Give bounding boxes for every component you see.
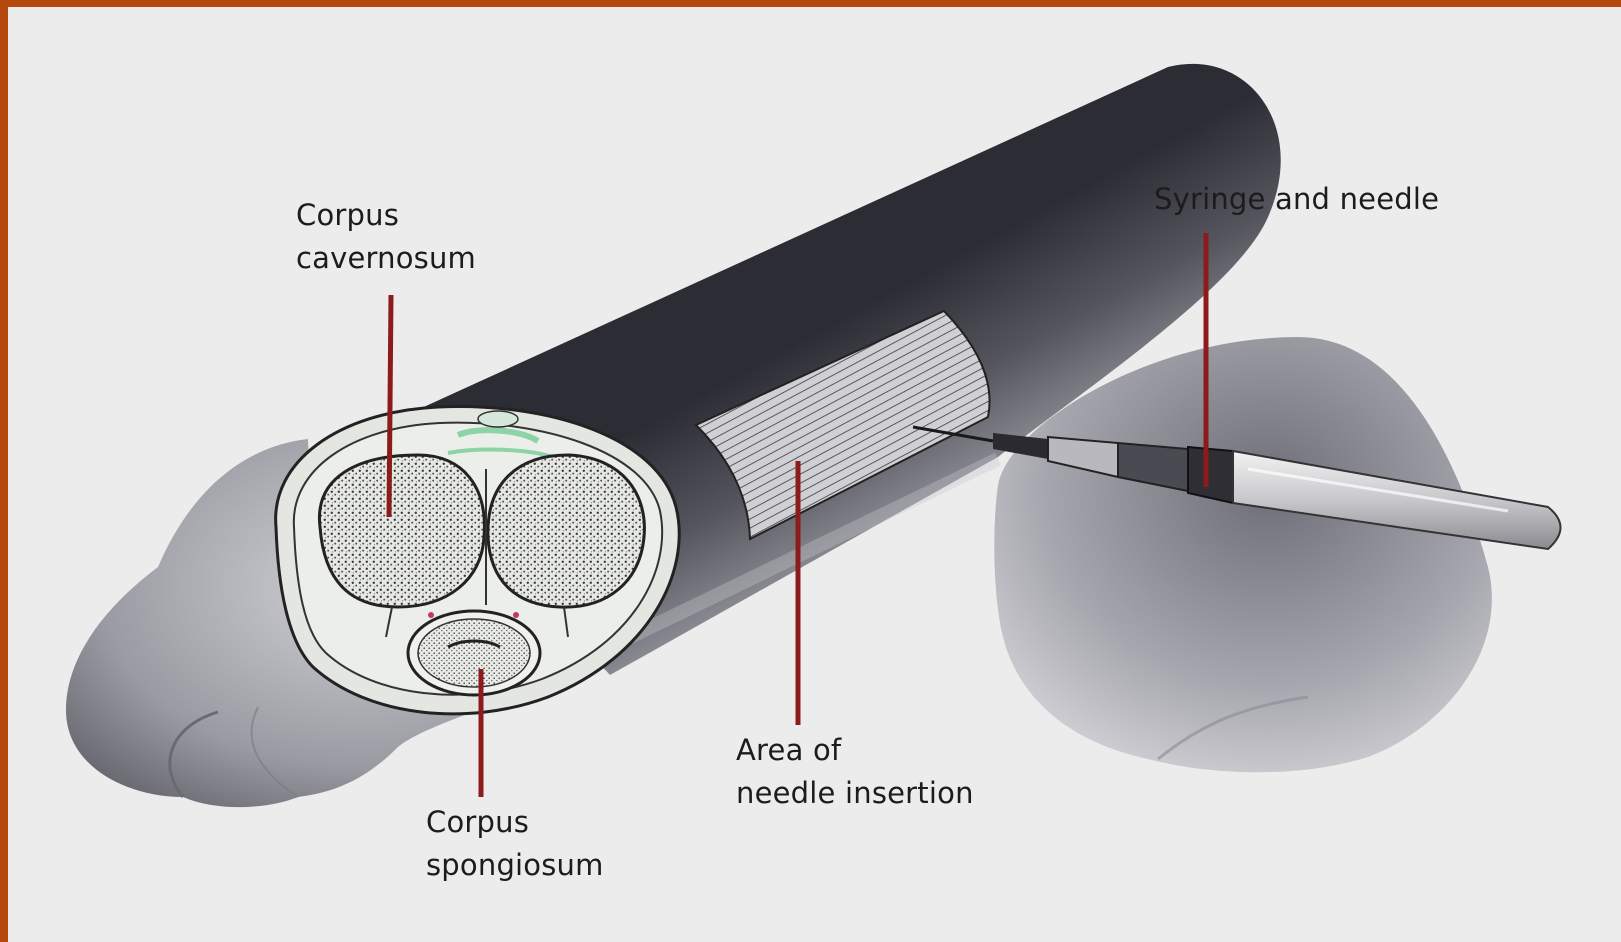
label-syringe-and-needle-line1: Syringe and needle [1154,178,1439,221]
label-corpus-cavernosum-line2: cavernosum [296,237,476,280]
label-corpus-cavernosum-line1: Corpus [296,194,476,237]
label-corpus-spongiosum-line1: Corpus [426,801,604,844]
label-syringe-and-needle: Syringe and needle [1154,178,1439,221]
label-area-of-needle-insertion: Area of needle insertion [736,729,974,815]
leader-line-corpus-cavernosum [389,295,391,517]
label-corpus-spongiosum: Corpus spongiosum [426,801,604,887]
label-corpus-cavernosum: Corpus cavernosum [296,194,476,280]
label-corpus-spongiosum-line2: spongiosum [426,844,604,887]
illustration-frame: Corpus cavernosum Syringe and needle Are… [8,7,1621,942]
label-area-of-needle-insertion-line1: Area of [736,729,974,772]
label-area-of-needle-insertion-line2: needle insertion [736,772,974,815]
